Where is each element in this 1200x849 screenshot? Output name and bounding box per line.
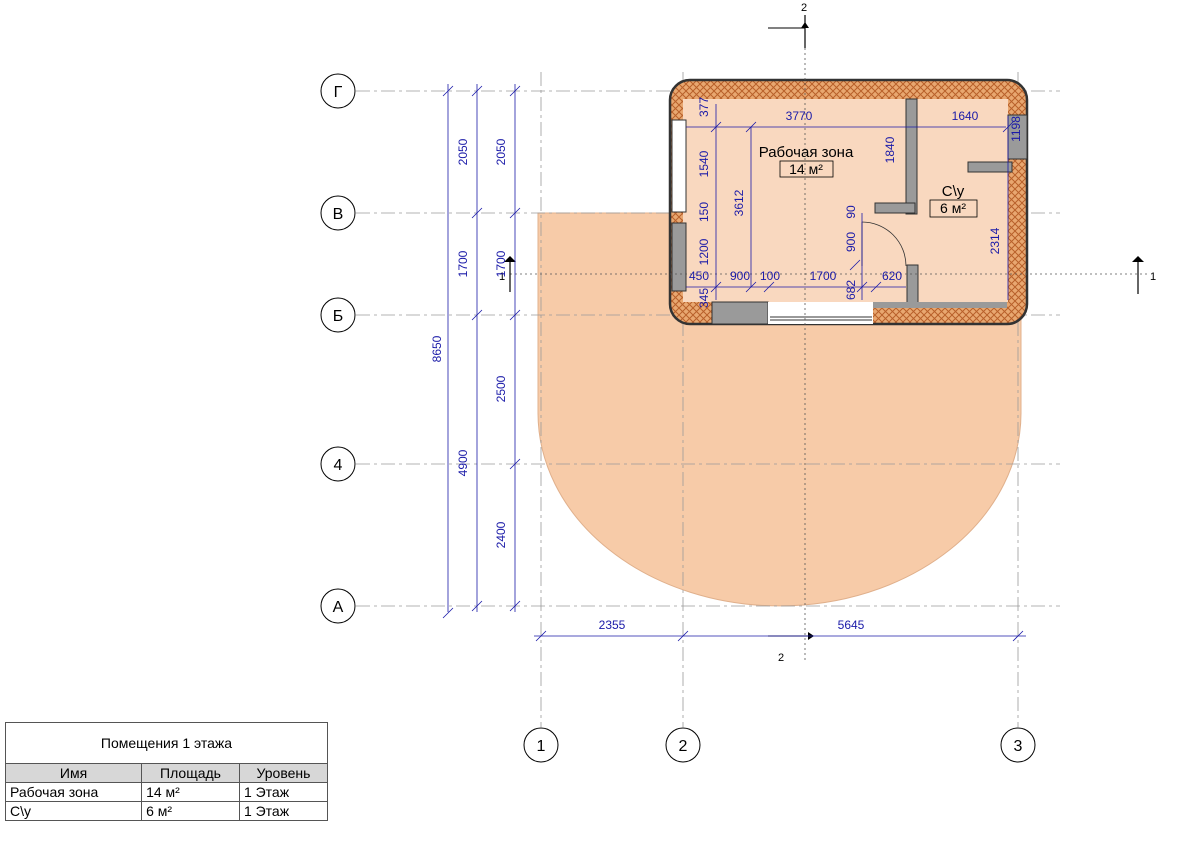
dim-620: 620 <box>882 269 902 283</box>
schedule-cell-name: Рабочая зона <box>4 782 143 802</box>
dim-left-inner-3: 2500 <box>494 375 508 402</box>
building <box>668 78 1029 326</box>
dimension-texts-interior: 377 3770 1640 1198 1540 150 1200 345 361… <box>689 97 1023 308</box>
dim-left-outer-1: 2050 <box>456 138 470 165</box>
grid-bubble-row-v <box>320 195 356 231</box>
grid-bubble-row-g <box>320 73 356 109</box>
grid-bubble-row-4 <box>320 446 356 482</box>
dimension-lines-interior <box>686 104 1014 300</box>
grid-bubble-col-2 <box>665 727 701 763</box>
schedule-header-name: Имя <box>4 763 143 783</box>
dim-1700-horizontal: 1700 <box>810 269 837 283</box>
grid-bubble-col-1 <box>523 727 559 763</box>
schedule-title: Помещения 1 этажа <box>5 722 328 764</box>
dimension-texts-bottom: 2355 5645 <box>599 618 865 632</box>
grid-label-row-4: 4 <box>334 457 343 474</box>
room-area-wc: 6 м² <box>940 200 966 216</box>
dim-1640: 1640 <box>952 109 979 123</box>
schedule-cell-area: 14 м² <box>141 782 240 802</box>
room-schedule-table: Помещения 1 этажа Имя Площадь Уровень Ра… <box>4 722 329 821</box>
dim-1540: 1540 <box>697 150 711 177</box>
section-mark-top: 2 <box>801 2 807 14</box>
dim-90: 90 <box>844 205 858 219</box>
room-tag-work-zone: Рабочая зона 14 м² <box>759 144 854 178</box>
grid-bubble-row-a <box>320 588 356 624</box>
schedule-cell-name: С\у <box>4 801 143 821</box>
grid-bubble-row-b <box>320 297 356 333</box>
grid-bubbles-columns: 1 2 3 <box>523 727 1036 763</box>
dim-345: 345 <box>697 288 711 308</box>
dimension-line-bottom <box>534 630 1026 642</box>
schedule-header-area: Площадь <box>141 763 240 783</box>
schedule-header-level: Уровень <box>238 763 329 783</box>
dim-bottom-1: 2355 <box>599 618 626 632</box>
dim-left-inner-1: 2050 <box>494 138 508 165</box>
schedule-cell-level: 1 Этаж <box>238 782 329 802</box>
grid-label-col-3: 3 <box>1014 738 1023 755</box>
dim-left-outer-2: 1700 <box>456 250 470 277</box>
room-name-wc: С\у <box>942 183 965 200</box>
dim-3612: 3612 <box>732 189 746 216</box>
schedule-cell-level: 1 Этаж <box>238 801 329 821</box>
section-mark-right: 1 <box>1150 271 1156 283</box>
grid-label-row-g: Г <box>334 84 343 101</box>
grid-label-col-1: 1 <box>537 738 546 755</box>
dim-900-horizontal: 900 <box>730 269 750 283</box>
dimension-texts-left: 2050 1700 4900 8650 2050 1700 2500 2400 <box>430 138 508 548</box>
dim-left-inner-2: 1700 <box>494 250 508 277</box>
dim-100: 100 <box>760 269 780 283</box>
dim-1198: 1198 <box>1009 116 1023 142</box>
dim-2314: 2314 <box>988 227 1002 254</box>
dim-1200: 1200 <box>697 238 711 265</box>
grid-label-col-2: 2 <box>679 738 688 755</box>
section-mark-left: 1 <box>499 271 505 283</box>
dim-900-vertical: 900 <box>844 232 858 252</box>
room-area-work-zone: 14 м² <box>789 161 823 177</box>
dim-682: 682 <box>844 280 858 300</box>
dim-left-inner-4: 2400 <box>494 521 508 548</box>
section-line-1: 1 1 <box>499 256 1156 294</box>
dim-bottom-2: 5645 <box>838 618 865 632</box>
schedule-cell-area: 6 м² <box>141 801 240 821</box>
dim-1840: 1840 <box>883 136 897 163</box>
grid-label-row-v: В <box>333 206 344 223</box>
dim-left-total: 8650 <box>430 335 444 362</box>
table-row: С\у 6 м² 1 Этаж <box>4 801 329 821</box>
dim-377: 377 <box>697 97 711 117</box>
grid-label-row-a: А <box>333 599 344 616</box>
grid-bubbles-rows: Г В Б 4 А <box>320 73 356 624</box>
dim-150: 150 <box>697 202 711 222</box>
section-mark-bottom: 2 <box>778 652 784 664</box>
dim-3770: 3770 <box>786 109 813 123</box>
dim-left-outer-3: 4900 <box>456 449 470 476</box>
grid-label-row-b: Б <box>333 308 344 325</box>
table-row: Рабочая зона 14 м² 1 Этаж <box>4 782 329 802</box>
room-name-work-zone: Рабочая зона <box>759 144 854 161</box>
grid-bubble-col-3 <box>1000 727 1036 763</box>
room-tag-wc: С\у 6 м² <box>929 183 978 218</box>
dim-450: 450 <box>689 269 709 283</box>
dimension-lines-left <box>442 84 521 619</box>
